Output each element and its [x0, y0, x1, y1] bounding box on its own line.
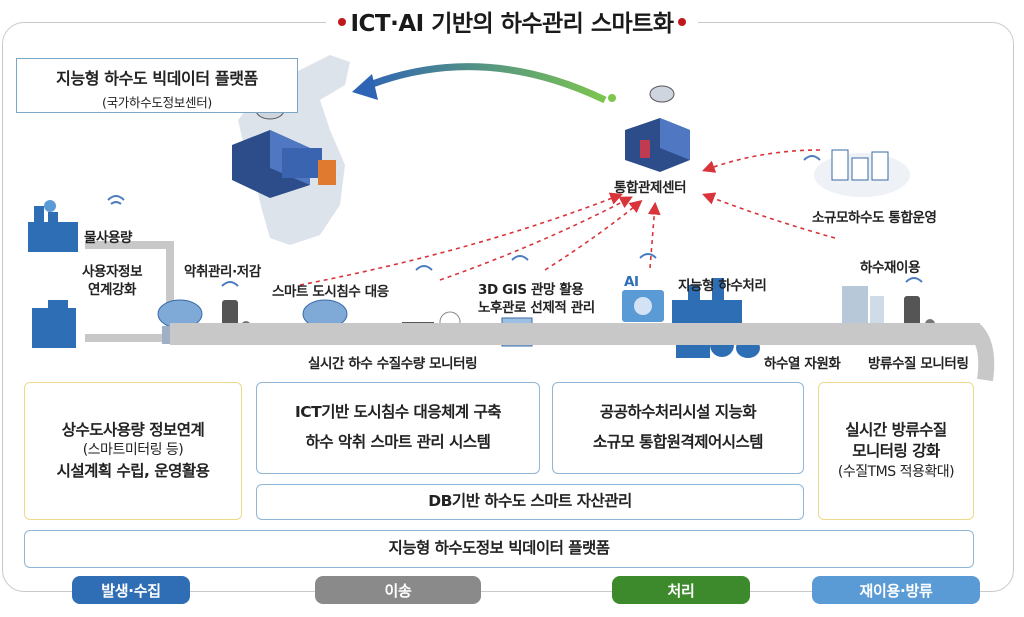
reuse-building-icon — [842, 286, 884, 328]
stage-reuse-discharge: 재이용·방류 — [812, 576, 980, 604]
label-smart-treat: 지능형 하수처리 — [678, 278, 767, 294]
box2-line2: 하수 악취 스마트 관리 시스템 — [305, 433, 491, 451]
box4-line2: 모니터링 강화 — [852, 442, 940, 461]
label-heat: 하수열 자원화 — [764, 356, 841, 372]
label-user-info2: 연계강화 — [88, 282, 137, 298]
label-ai: AI — [624, 274, 639, 290]
db-asset-text: DB기반 하수도 스마트 자산관리 — [428, 492, 632, 511]
label-control-center: 통합관제센터 — [614, 180, 687, 196]
office-building-icon — [32, 300, 76, 348]
red-dot-icon — [677, 17, 686, 26]
platform-title: 지능형 하수도 빅데이터 플랫폼 — [56, 69, 258, 88]
small-sewage-cluster-icon — [814, 149, 910, 197]
page-title: ICT·AI 기반의 하수관리 스마트화 — [350, 11, 674, 37]
sewer-pipeline — [170, 323, 980, 345]
label-flood: 스마트 도시침수 대응 — [272, 284, 389, 300]
label-small-operation: 소규모하수도 통합운영 — [812, 210, 937, 226]
ai-monitor-icon — [622, 290, 664, 322]
box-treatment: 공공하수처리시설 지능화 소규모 통합원격제어시스템 — [552, 382, 804, 474]
label-reuse: 하수재이용 — [860, 260, 921, 276]
box3-line1: 공공하수처리시설 지능화 — [599, 403, 757, 422]
stage-transport: 이송 — [315, 576, 481, 604]
label-odor: 악취관리·저감 — [184, 264, 261, 280]
box-discharge: 실시간 방류수질 모니터링 강화 (수질TMS 적용확대) — [818, 382, 974, 520]
factory-icon — [28, 200, 78, 252]
box4-line3: (수질TMS 적용확대) — [837, 463, 955, 480]
control-center-building-icon — [625, 85, 690, 172]
bigdata-text: 지능형 하수도정보 빅데이터 플랫폼 — [388, 539, 610, 558]
red-dot-icon — [338, 17, 347, 26]
box1-line2: (스마트미터링 등) — [82, 442, 184, 459]
stage-collection: 발생·수집 — [72, 576, 190, 604]
box4-line1: 실시간 방류수질 — [845, 420, 947, 439]
label-gis2: 노후관로 선제적 관리 — [478, 300, 595, 316]
box1-line3: 시설계획 수립, 운영활용 — [56, 461, 210, 480]
platform-subtitle: (국가하수도정보센터) — [102, 95, 212, 110]
box-flood-odor: ICT기반 도시침수 대응체계 구축 하수 악취 스마트 관리 시스템 — [256, 382, 540, 474]
label-gis: 3D GIS 관망 활용 — [478, 282, 584, 298]
box3-line2: 소규모 통합원격제어시스템 — [592, 433, 764, 451]
label-user-info: 사용자정보 — [82, 264, 143, 280]
sync-arrow-icon — [360, 63, 607, 104]
box-bigdata-platform: 지능형 하수도정보 빅데이터 플랫폼 — [24, 530, 974, 568]
stage-treatment: 처리 — [612, 576, 750, 604]
box1-line1: 상수도사용량 정보연계 — [61, 420, 205, 439]
box-db-asset: DB기반 하수도 스마트 자산관리 — [256, 484, 804, 520]
label-realtime-monitor: 실시간 하수 수질수량 모니터링 — [308, 356, 478, 372]
label-water-usage: 물사용량 — [84, 230, 133, 246]
label-discharge-monitor: 방류수질 모니터링 — [868, 356, 969, 372]
box2-line1: ICT기반 도시침수 대응체계 구축 — [294, 403, 502, 422]
bigdata-platform-box: 지능형 하수도 빅데이터 플랫폼 (국가하수도정보센터) — [16, 58, 298, 113]
wifi-icon — [107, 155, 923, 287]
box-water-info: 상수도사용량 정보연계 (스마트미터링 등) 시설계획 수립, 운영활용 — [24, 382, 242, 520]
title-bar: ICT·AI 기반의 하수관리 스마트화 — [0, 4, 1024, 38]
